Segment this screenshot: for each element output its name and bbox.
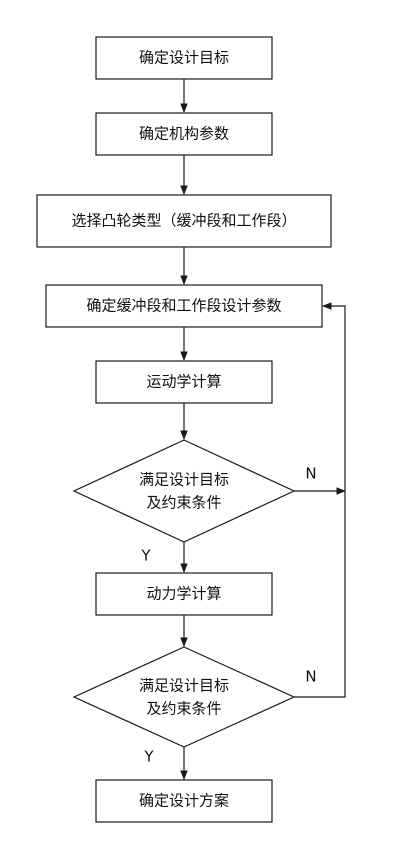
node-final-plan-label: 确定设计方案 (139, 792, 229, 810)
node-final-plan (95, 779, 273, 823)
decision-check-2-label-line2: 及约束条件 (146, 700, 221, 718)
edge-check-1-no-label: N (305, 465, 316, 483)
decision-check-2-label-line1: 满足设计目标 (139, 677, 229, 695)
node-determine-goal-label: 确定设计目标 (139, 49, 229, 67)
node-determine-mech-params (95, 112, 273, 156)
edge-check-2-yes-label: Y (143, 748, 154, 766)
node-kinematics-calc-label: 运动学计算 (146, 373, 221, 391)
node-determine-mech-params-label: 确定机构参数 (139, 125, 229, 143)
node-kinematics-calc (95, 360, 273, 404)
decision-check-1-label-line2: 及约束条件 (146, 494, 221, 512)
node-select-cam-type (36, 194, 332, 248)
edge-check-2-no-label: N (305, 668, 316, 686)
decision-check-1 (72, 439, 296, 543)
edge-check-1-yes-label: Y (140, 547, 151, 565)
node-determine-goal (95, 36, 273, 80)
node-dynamics-calc-label: 动力学计算 (146, 585, 221, 603)
node-determine-segment-params-label: 确定缓冲段和工作段设计参数 (86, 297, 281, 315)
node-select-cam-type-label: 选择凸轮类型（缓冲段和工作段） (71, 212, 296, 230)
decision-check-1-label-line1: 满足设计目标 (139, 471, 229, 489)
decision-check-2 (72, 646, 296, 748)
node-dynamics-calc (95, 572, 273, 616)
arrow-check-2-no-loop (294, 302, 346, 698)
